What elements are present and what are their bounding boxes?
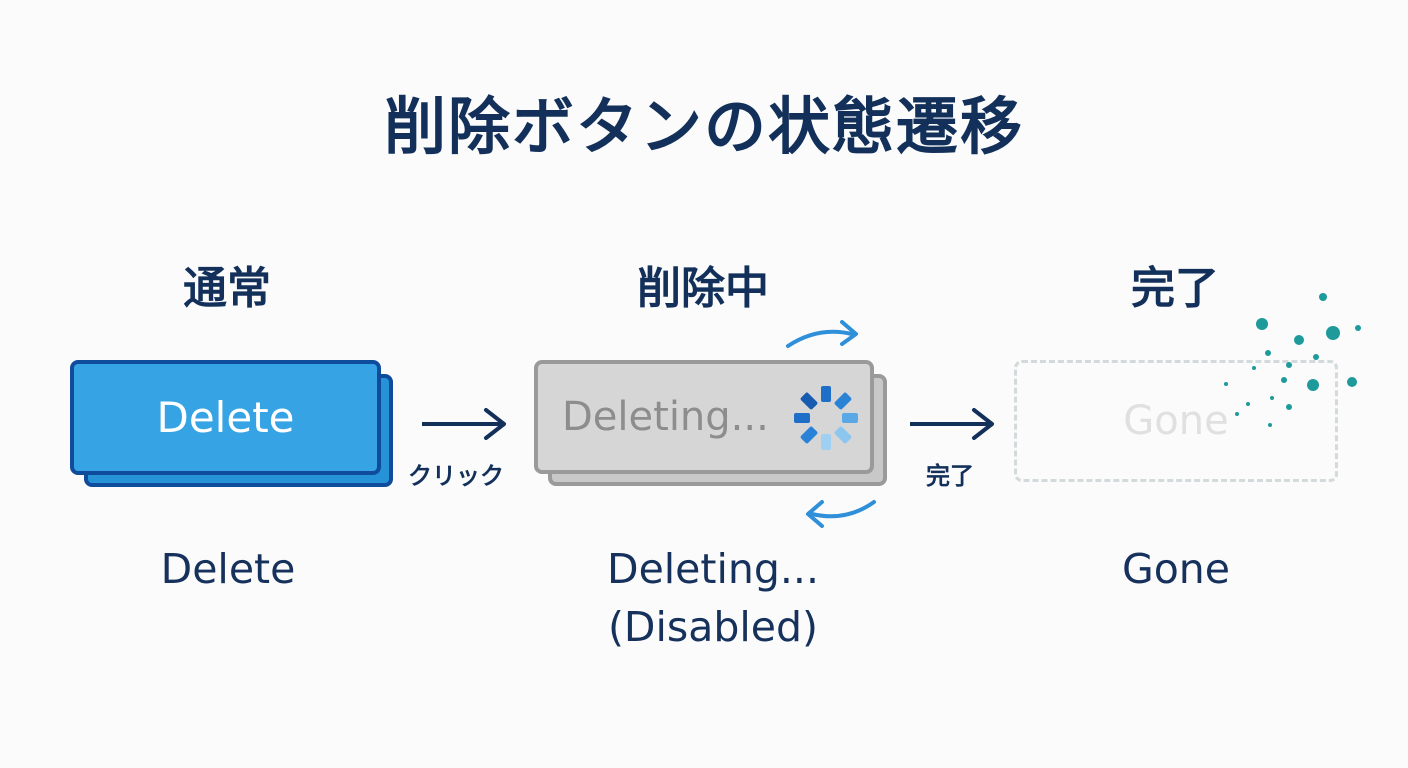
caption-line: Gone (1121, 545, 1231, 593)
transition-label-complete: 完了 (926, 462, 974, 490)
deleting-button-disabled: Deleting... (534, 360, 874, 474)
state-heading-deleting: 削除中 (637, 263, 769, 314)
transition-arrow-icon (910, 408, 994, 440)
state-caption-normal: Delete (78, 540, 378, 598)
deleting-button-label: Deleting... (562, 394, 769, 440)
gone-button-label: Gone (1123, 398, 1229, 444)
delete-button[interactable]: Delete (70, 360, 381, 475)
delete-button-label: Delete (156, 393, 295, 442)
state-caption-deleting: Deleting... (Disabled) (558, 540, 868, 656)
state-heading-normal: 通常 (183, 263, 271, 314)
diagram-title: 削除ボタンの状態遷移 (383, 90, 1024, 163)
state-deleting-button-group: Deleting... (534, 360, 890, 492)
loading-spinner-icon (794, 386, 858, 450)
state-caption-gone: Gone (1026, 540, 1326, 598)
transition-label-click: クリック (408, 462, 504, 490)
gone-button-placeholder: Gone (1014, 360, 1338, 482)
rotate-arrows-icon (786, 320, 876, 528)
state-heading-done: 完了 (1131, 263, 1219, 314)
caption-line: Deleting... (607, 545, 819, 593)
dissolve-particles-icon (1224, 293, 1361, 427)
caption-line: Delete (160, 545, 296, 593)
caption-line: (Disabled) (607, 603, 819, 651)
state-gone-button-group: Gone (1014, 360, 1338, 482)
transition-arrow-icon (422, 408, 506, 440)
state-normal-button-group: Delete (70, 360, 400, 492)
